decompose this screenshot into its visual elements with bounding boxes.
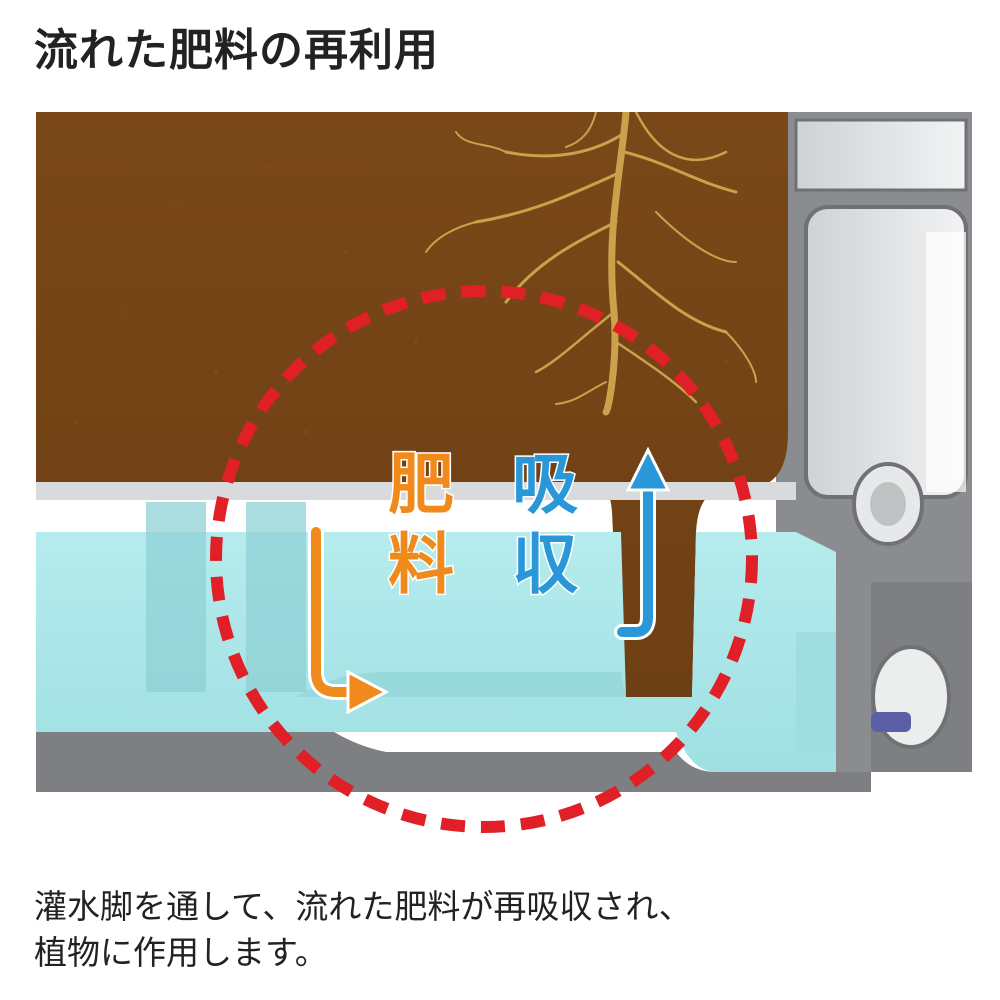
- up-arrow-icon: [614, 446, 671, 640]
- fertilizer-char-2: 料: [388, 526, 454, 603]
- water: [36, 502, 836, 772]
- reservoir-frame: [776, 112, 972, 772]
- page-title: 流れた肥料の再利用: [34, 25, 439, 76]
- cycle-circle: [210, 285, 758, 833]
- caption-line-1: 灌水脚を通して、流れた肥料が再吸収され、: [34, 887, 692, 926]
- absorb-label: 吸 収: [511, 445, 580, 605]
- absorb-char-2: 収: [512, 526, 578, 603]
- soil: [36, 112, 788, 697]
- fertilizer-char-1: 肥: [388, 446, 454, 523]
- caption-line-2: 植物に作用します。: [34, 933, 328, 972]
- down-right-arrow-icon: [308, 524, 390, 715]
- absorb-char-1: 吸: [512, 446, 578, 523]
- fertilizer-label: 肥 料: [387, 445, 456, 605]
- fertilizer-recycle-diagram: 肥 料 吸 収: [36, 112, 972, 857]
- caption: 灌水脚を通して、流れた肥料が再吸収され、 植物に作用します。: [34, 884, 974, 976]
